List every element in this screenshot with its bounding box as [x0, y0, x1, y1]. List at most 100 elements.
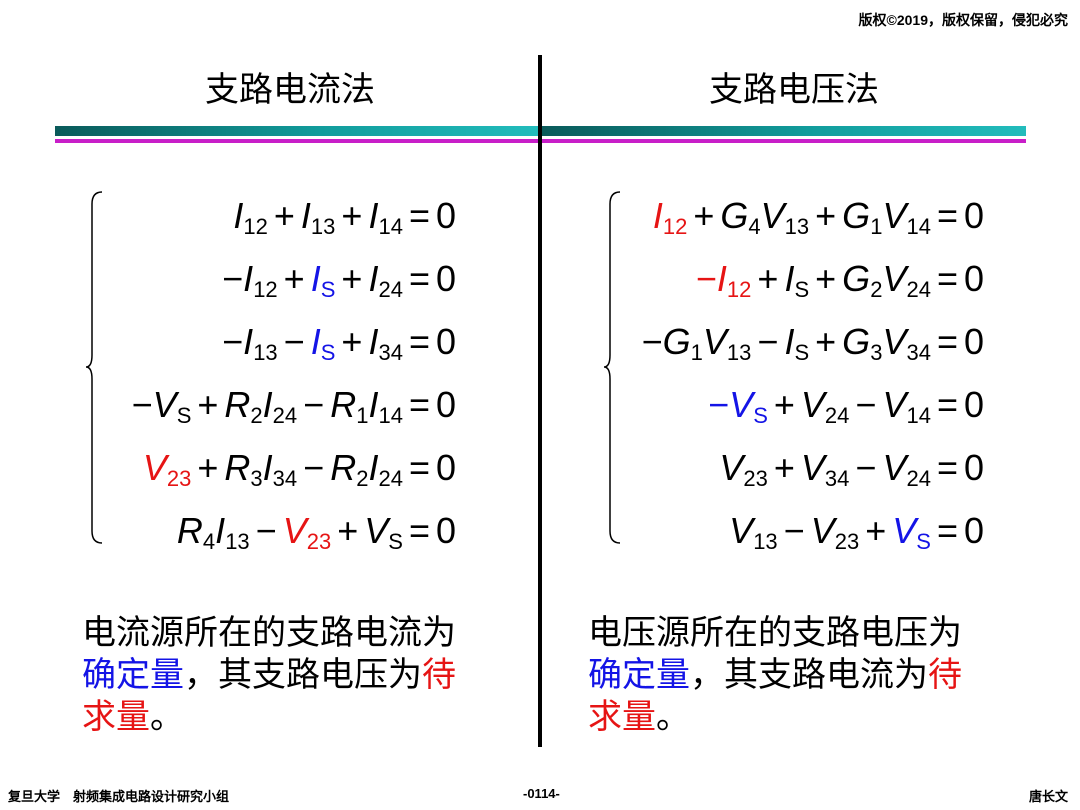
right-equation-brace [603, 191, 621, 544]
equation-variable: G3 [842, 321, 883, 365]
equation-variable: V14 [882, 384, 931, 428]
equation-operator: = [408, 321, 430, 362]
equation-variable: IS [310, 321, 336, 365]
left-note-end: 。 [150, 698, 184, 736]
equation-constant: 0 [963, 384, 984, 425]
equation-operator: − [757, 321, 779, 362]
equation-constant: 0 [435, 384, 456, 425]
equation-operator: − [303, 384, 325, 425]
equation-constant: 0 [435, 195, 456, 236]
equation-row: V23+V34−V24=0 [612, 436, 984, 499]
equation-operator: − [695, 258, 717, 299]
equation-constant: 0 [963, 195, 984, 236]
equation-row: V13−V23+VS=0 [612, 499, 984, 562]
equation-constant: 0 [963, 321, 984, 362]
equation-variable: I34 [368, 321, 403, 365]
equation-constant: 0 [435, 447, 456, 488]
equation-operator: + [341, 195, 363, 236]
equation-variable: R2 [330, 447, 369, 491]
equation-operator: − [783, 510, 805, 551]
equation-constant: 0 [435, 510, 456, 551]
left-note-line1: 电流源所在的支路电流为 [82, 614, 456, 652]
equation-constant: 0 [963, 447, 984, 488]
equation-operator: − [255, 510, 277, 551]
equation-variable: I12 [233, 195, 268, 239]
equation-constant: 0 [435, 321, 456, 362]
equation-operator: = [408, 195, 430, 236]
equation-constant: 0 [963, 510, 984, 551]
equation-variable: I13 [300, 195, 336, 239]
equation-operator: − [283, 321, 305, 362]
footer-institution: 复旦大学 射频集成电路设计研究小组 [8, 789, 230, 804]
equation-operator: + [815, 258, 837, 299]
equation-operator: + [865, 510, 887, 551]
center-divider [538, 55, 542, 747]
equation-variable: VS [729, 384, 768, 428]
equation-variable: I14 [368, 384, 403, 428]
left-note-middle: ，其支路电压为 [184, 656, 422, 694]
equation-variable: IS [784, 258, 810, 302]
equation-variable: R3 [224, 447, 263, 491]
equation-variable: VS [364, 510, 403, 554]
left-equation-brace [85, 191, 103, 544]
equation-operator: − [222, 321, 244, 362]
equation-variable: I24 [368, 447, 403, 491]
equation-variable: V23 [142, 447, 192, 491]
equation-variable: V24 [800, 384, 850, 428]
left-equation-system: I12+I13+I14=0−I12+IS+I24=0−I13−IS+I34=0−… [96, 184, 456, 562]
equation-variable: R1 [330, 384, 369, 428]
equation-operator: + [773, 447, 795, 488]
equation-operator: + [341, 258, 363, 299]
equation-operator: = [408, 384, 430, 425]
equation-operator: = [408, 447, 430, 488]
equation-operator: = [936, 447, 958, 488]
equation-variable: V34 [882, 321, 931, 365]
equation-operator: = [408, 258, 430, 299]
equation-operator: + [283, 258, 305, 299]
equation-operator: + [757, 258, 779, 299]
right-note-unknown-a: 待 [928, 656, 962, 694]
left-teal-rule [55, 126, 538, 136]
equation-variable: R4 [176, 510, 216, 554]
equation-constant: 0 [435, 258, 456, 299]
equation-operator: − [641, 321, 663, 362]
left-note-unknown-b: 求量 [82, 698, 150, 736]
equation-operator: + [197, 384, 219, 425]
copyright-notice: 版权©2019，版权保留，侵犯必究 [858, 12, 1068, 28]
equation-variable: IS [310, 258, 336, 302]
left-title: 支路电流法 [205, 71, 375, 109]
equation-row: I12+G4V13+G1V14=0 [612, 184, 984, 247]
equation-operator: = [936, 258, 958, 299]
right-teal-rule [542, 126, 1026, 136]
equation-variable: VS [892, 510, 931, 554]
equation-variable: V13 [760, 195, 810, 239]
equation-constant: 0 [963, 258, 984, 299]
equation-variable: IS [784, 321, 810, 365]
equation-variable: V23 [282, 510, 332, 554]
equation-variable: I12 [652, 195, 688, 239]
equation-operator: − [303, 447, 325, 488]
left-note-fixed-quantity: 确定量 [82, 656, 184, 694]
equation-row: V23+R3I34−R2I24=0 [96, 436, 456, 499]
right-note-fixed-quantity: 确定量 [588, 656, 690, 694]
equation-operator: + [815, 195, 837, 236]
equation-variable: V23 [719, 447, 768, 491]
equation-operator: = [936, 321, 958, 362]
equation-operator: = [936, 195, 958, 236]
equation-operator: − [708, 384, 730, 425]
equation-variable: I24 [262, 384, 298, 428]
right-note-line1: 电压源所在的支路电压为 [588, 614, 962, 652]
footer-author: 唐长文 [1028, 789, 1068, 804]
equation-operator: = [408, 510, 430, 551]
footer-page-number: -0114- [523, 786, 560, 801]
equation-operator: + [273, 195, 295, 236]
equation-variable: G4 [720, 195, 761, 239]
equation-row: −I13−IS+I34=0 [96, 310, 456, 373]
equation-operator: = [936, 510, 958, 551]
equation-variable: V13 [702, 321, 752, 365]
equation-operator: + [337, 510, 359, 551]
equation-row: R4I13−V23+VS=0 [96, 499, 456, 562]
equation-variable: R2 [224, 384, 263, 428]
equation-operator: + [197, 447, 219, 488]
equation-operator: + [815, 321, 837, 362]
